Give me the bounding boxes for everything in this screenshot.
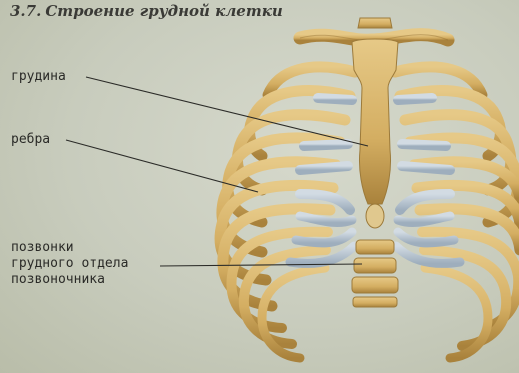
figure-title-text: Строение грудной клетки: [45, 2, 282, 20]
label-vertebrae-line1: позвонки: [11, 240, 128, 256]
label-sternum: грудина: [11, 69, 66, 85]
label-vertebrae-line2: грудного отдела: [11, 256, 128, 272]
label-ribs: ребра: [11, 132, 50, 148]
label-vertebrae-line3: позвоночника: [11, 272, 128, 288]
label-vertebrae: позвонки грудного отдела позвоночника: [11, 240, 128, 288]
figure-title: 3.7.Строение грудной клетки: [10, 2, 283, 20]
sternum-bone: [352, 39, 398, 228]
figure-number: 3.7.: [10, 2, 41, 20]
ribs-right: [395, 67, 519, 358]
ribs-left: [220, 67, 355, 358]
